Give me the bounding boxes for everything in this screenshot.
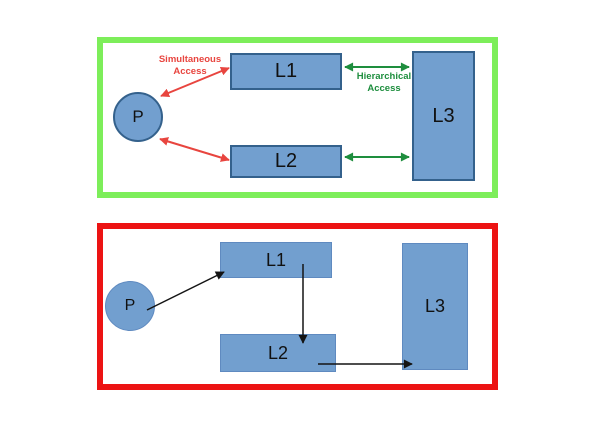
top-l1-cache-box: L1 bbox=[230, 53, 342, 90]
simultaneous-access-label: Simultaneous Access bbox=[158, 54, 222, 77]
bottom-l3-cache-box: L3 bbox=[402, 243, 468, 370]
top-processor-label: P bbox=[132, 107, 144, 126]
bottom-l1-label: L1 bbox=[265, 249, 287, 270]
top-l1-label: L1 bbox=[274, 60, 298, 82]
top-l2-label: L2 bbox=[274, 150, 298, 172]
top-processor-circle: P bbox=[113, 92, 163, 142]
bottom-processor-label: P bbox=[124, 297, 136, 314]
bottom-l1-cache-box: L1 bbox=[220, 242, 332, 278]
bottom-l2-cache-box: L2 bbox=[220, 334, 336, 372]
hierarchical-access-label: Hierarchical Access bbox=[356, 71, 412, 94]
hierarchical-only-panel-border bbox=[97, 223, 498, 390]
simultaneous-access-panel-border bbox=[97, 37, 498, 198]
bottom-l3-label: L3 bbox=[424, 296, 446, 316]
top-l3-cache-box: L3 bbox=[412, 51, 475, 181]
top-l3-label: L3 bbox=[432, 104, 455, 127]
bottom-l2-label: L2 bbox=[267, 342, 289, 363]
top-l2-cache-box: L2 bbox=[230, 145, 342, 178]
bottom-processor-circle: P bbox=[105, 281, 155, 331]
